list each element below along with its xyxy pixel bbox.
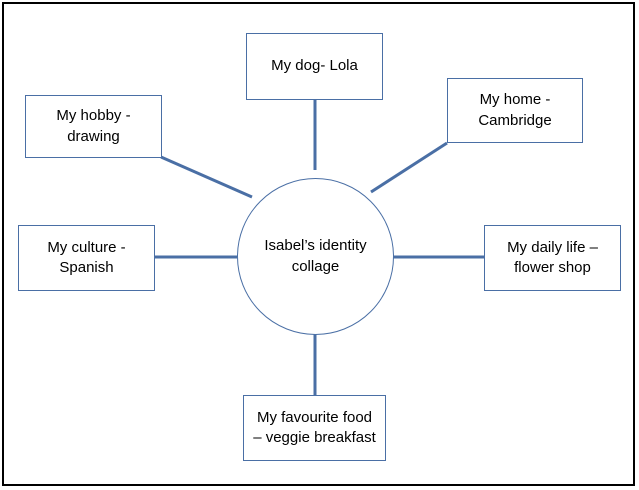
node-daily-label-line2: flower shop (514, 259, 591, 276)
center-label-line1: Isabel’s identity (264, 237, 367, 255)
node-hobby: My hobby - drawing (25, 95, 162, 158)
node-dog-label: My dog- Lola (271, 57, 358, 75)
node-dog: My dog- Lola (246, 33, 383, 100)
node-hobby-label-line1: My hobby - (56, 107, 131, 125)
node-culture-label-line2: Spanish (59, 259, 114, 276)
node-hobby-label-line2: drawing (67, 127, 120, 145)
connector-home (370, 141, 448, 194)
center-label-line2: collage (291, 257, 340, 275)
connector-hobby (160, 155, 253, 199)
node-culture: My culture - Spanish (18, 225, 155, 291)
node-culture-label-line1: My culture - (47, 238, 126, 256)
node-home-label-line1: My home - (479, 91, 551, 109)
center-node: Isabel’s identity collage (237, 178, 394, 335)
node-daily-label-line1: My daily life – (507, 238, 598, 256)
node-food-label-line1: My favourite food (256, 408, 373, 426)
node-daily-life: My daily life – flower shop (484, 225, 621, 291)
node-home-label-line2: Cambridge (478, 111, 552, 129)
node-favourite-food: My favourite food – veggie breakfast (243, 395, 386, 461)
node-food-label-line2: – veggie breakfast (253, 429, 376, 446)
node-home: My home - Cambridge (447, 78, 583, 143)
